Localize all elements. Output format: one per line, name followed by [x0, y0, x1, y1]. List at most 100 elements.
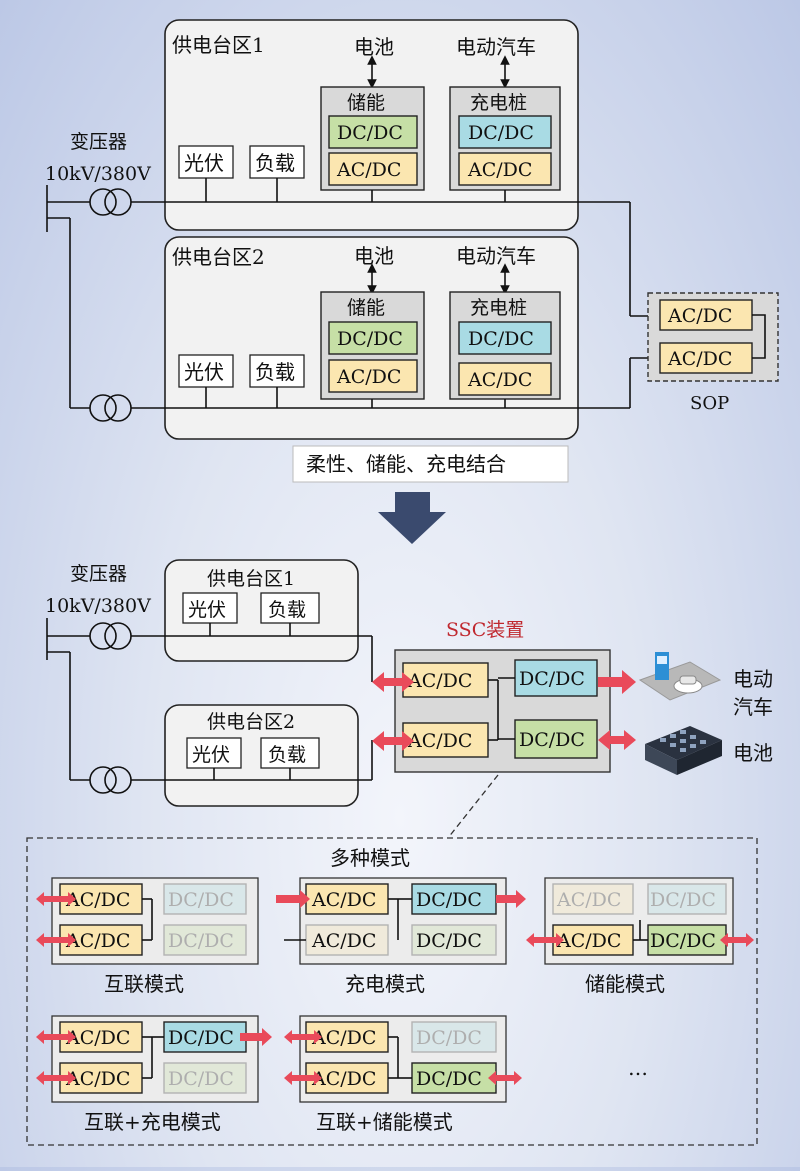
svg-text:DC/DC: DC/DC [468, 328, 534, 350]
svg-text:AC/DC: AC/DC [556, 930, 621, 952]
mode-interconnect: AC/DC AC/DC DC/DC DC/DC 互联模式 [36, 877, 259, 996]
mode-charging: AC/DC AC/DC DC/DC DC/DC 充电模式 [276, 877, 526, 996]
ev-label-line1: 电动 [733, 667, 773, 691]
mode-storage: AC/DC DC/DC AC/DC DC/DC 储能模式 [526, 877, 754, 996]
svg-text:DC/DC: DC/DC [416, 930, 482, 952]
svg-text:DC/DC: DC/DC [337, 328, 403, 350]
bidirectional-arrow-icon [720, 933, 754, 947]
svg-text:AC/DC: AC/DC [407, 730, 472, 752]
svg-text:AC/DC: AC/DC [556, 889, 621, 911]
dcdc-block [328, 321, 418, 355]
acdc-block [659, 342, 753, 374]
top-zone-1-title: 供电台区1 [172, 33, 265, 57]
mode-interconnect-label: 互联模式 [104, 972, 184, 996]
top-zone-2-title: 供电台区2 [172, 245, 265, 269]
top-caption: 柔性、储能、充电结合 [306, 452, 506, 476]
down-arrow-icon [378, 492, 446, 544]
battery-label: 电池 [733, 741, 773, 765]
svg-text:AC/DC: AC/DC [336, 159, 401, 181]
load-box [260, 737, 320, 769]
pv-box [182, 592, 238, 624]
svg-text:AC/DC: AC/DC [65, 930, 130, 952]
svg-text:充电桩: 充电桩 [470, 297, 527, 319]
acdc-block [458, 152, 552, 186]
load-box [260, 592, 320, 624]
svg-text:DC/DC: DC/DC [650, 930, 716, 952]
svg-text:AC/DC: AC/DC [65, 1027, 130, 1049]
ssc-title: SSC装置 [446, 619, 524, 641]
arrow-right-icon [598, 670, 636, 694]
svg-text:AC/DC: AC/DC [667, 305, 732, 327]
svg-text:DC/DC: DC/DC [168, 930, 234, 952]
mode-interconnect-charging-label: 互联+充电模式 [84, 1110, 221, 1134]
transformer-icon [89, 394, 132, 422]
svg-text:AC/DC: AC/DC [467, 369, 532, 391]
modes-frame [26, 837, 758, 1146]
mode-interconnect-storage: AC/DC AC/DC DC/DC DC/DC 互联+储能模式 [284, 1015, 522, 1134]
svg-text:AC/DC: AC/DC [311, 889, 376, 911]
modes-section: 多种模式 AC/DC AC/DC DC/DC DC/DC 互联模式 [26, 837, 758, 1146]
dcdc-block [514, 659, 598, 697]
acdc-block [552, 924, 634, 956]
dcdc-block [458, 115, 552, 149]
arrow-right-icon [496, 890, 526, 908]
dcdc-block [514, 719, 598, 759]
svg-text:AC/DC: AC/DC [65, 889, 130, 911]
bidirectional-arrow-icon [36, 1071, 76, 1085]
bidirectional-arrow-icon [598, 730, 636, 750]
acdc-block [458, 362, 552, 396]
mode-charging-label: 充电模式 [345, 972, 425, 996]
top-zone-1-battery: 电池 [354, 35, 394, 59]
acdc-block [59, 883, 143, 915]
svg-text:光伏: 光伏 [188, 599, 226, 621]
svg-text:光伏: 光伏 [184, 360, 224, 384]
svg-text:光伏: 光伏 [192, 744, 230, 766]
acdc-block [328, 359, 418, 393]
dcdc-block [328, 115, 418, 149]
svg-text:DC/DC: DC/DC [168, 889, 234, 911]
top-zone-2-battery: 电池 [354, 244, 394, 268]
dcdc-block [458, 321, 552, 355]
arrow-right-icon [240, 1028, 272, 1046]
battery-pack-icon [645, 726, 722, 775]
bidirectional-arrow-icon [36, 892, 76, 906]
svg-text:AC/DC: AC/DC [311, 930, 376, 952]
transformer-icon [89, 188, 132, 216]
mid-zone-2-title: 供电台区2 [207, 711, 295, 733]
svg-text:DC/DC: DC/DC [416, 1068, 482, 1090]
svg-text:负载: 负载 [255, 360, 295, 384]
charging-station-icon [638, 652, 722, 701]
svg-text:AC/DC: AC/DC [336, 366, 401, 388]
svg-text:AC/DC: AC/DC [407, 670, 472, 692]
svg-text:AC/DC: AC/DC [667, 348, 732, 370]
pv-box [178, 145, 234, 179]
acdc-block [402, 722, 489, 758]
svg-text:DC/DC: DC/DC [168, 1027, 234, 1049]
arrow-right-icon [276, 890, 310, 908]
leader-line [447, 774, 499, 839]
load-box [249, 145, 305, 179]
top-zone-2-ev: 电动汽车 [456, 244, 536, 268]
svg-text:DC/DC: DC/DC [416, 889, 482, 911]
svg-text:DC/DC: DC/DC [168, 1068, 234, 1090]
svg-text:DC/DC: DC/DC [468, 122, 534, 144]
dcdc-block [411, 883, 497, 915]
mid-transformer-label: 变压器 [70, 563, 127, 585]
svg-text:DC/DC: DC/DC [519, 729, 585, 751]
top-section: 变压器 10kV/380V 供电台区1 电池 电动汽车 储能 DC/DC AC/… [45, 19, 779, 483]
bidirectional-arrow-icon [36, 933, 76, 947]
middle-section: 变压器 10kV/380V 供电台区1 光伏 负载 供电台区2 光伏 负载 [45, 559, 773, 839]
bidirectional-arrow-icon [526, 933, 564, 947]
dcdc-block [163, 1021, 247, 1053]
svg-text:DC/DC: DC/DC [337, 122, 403, 144]
pv-box [178, 354, 234, 388]
svg-text:AC/DC: AC/DC [467, 159, 532, 181]
svg-text:储能: 储能 [347, 297, 385, 319]
svg-text:负载: 负载 [255, 151, 295, 175]
mode-interconnect-charging: AC/DC AC/DC DC/DC DC/DC 互联+充电模式 [36, 1015, 272, 1134]
mid-zone-1-title: 供电台区1 [207, 568, 295, 590]
bidirectional-arrow-icon [284, 1030, 322, 1044]
more-modes-ellipsis: … [628, 1056, 648, 1080]
svg-text:负载: 负载 [268, 744, 306, 766]
